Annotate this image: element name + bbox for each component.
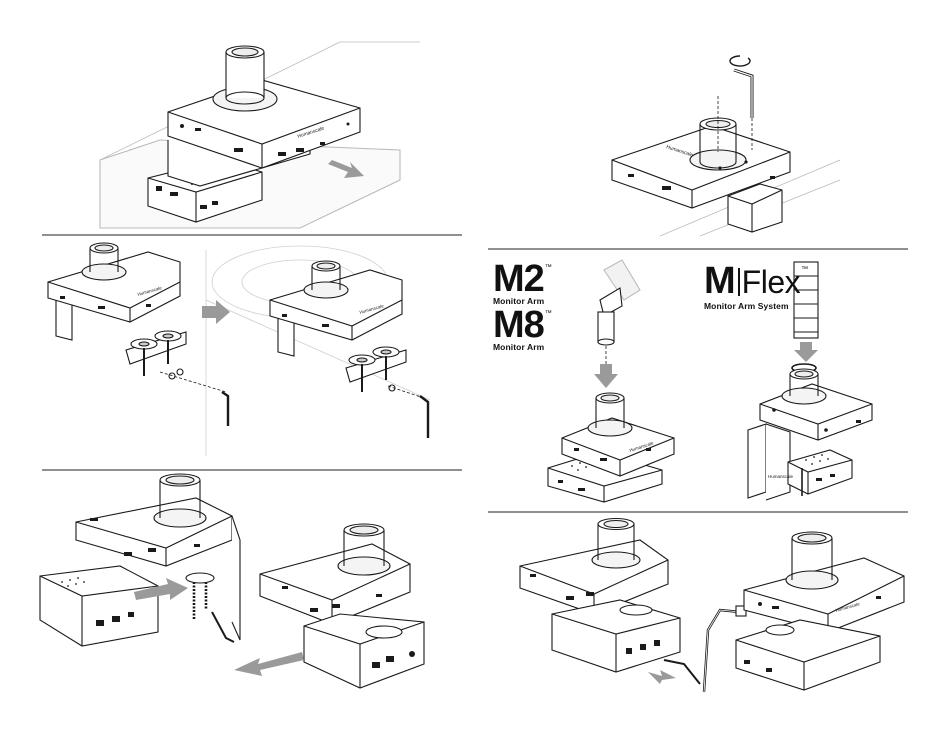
mflex-tm: ™ <box>801 266 808 273</box>
mflex-divider <box>738 268 740 296</box>
panel-5-dock-insert <box>40 474 424 688</box>
mflex-subtitle: Monitor Arm System <box>704 301 808 311</box>
mflex-name-right: Flex <box>742 264 800 300</box>
down-arrow-left <box>594 364 618 388</box>
hex-key <box>734 70 752 118</box>
m2-tm: ™ <box>545 264 552 271</box>
m2-name: M2 <box>493 262 544 296</box>
pull-out-arrow <box>234 652 304 676</box>
cable <box>704 610 740 692</box>
plug-arrow <box>648 670 676 684</box>
m8-name: M8 <box>493 308 544 342</box>
mflex-name-left: M <box>704 264 735 298</box>
m8-subtitle: Monitor Arm <box>493 342 552 352</box>
retaining-ring <box>730 56 750 66</box>
panel-2-ring-hex: Humanscale <box>612 56 840 236</box>
panel-6-cable: Humanscale <box>520 519 904 693</box>
panel-3-adapter: Humanscale Humanscale <box>48 243 430 456</box>
m2-logo: M2™ Monitor Arm <box>493 262 552 306</box>
panel-1-dock-removal: Humanscale <box>100 42 420 228</box>
m8-logo: M8™ Monitor Arm <box>493 308 552 352</box>
m8-tm: ™ <box>545 310 552 317</box>
hub-brand-label-6: Humanscale <box>768 474 794 479</box>
down-arrow-right <box>794 342 818 362</box>
